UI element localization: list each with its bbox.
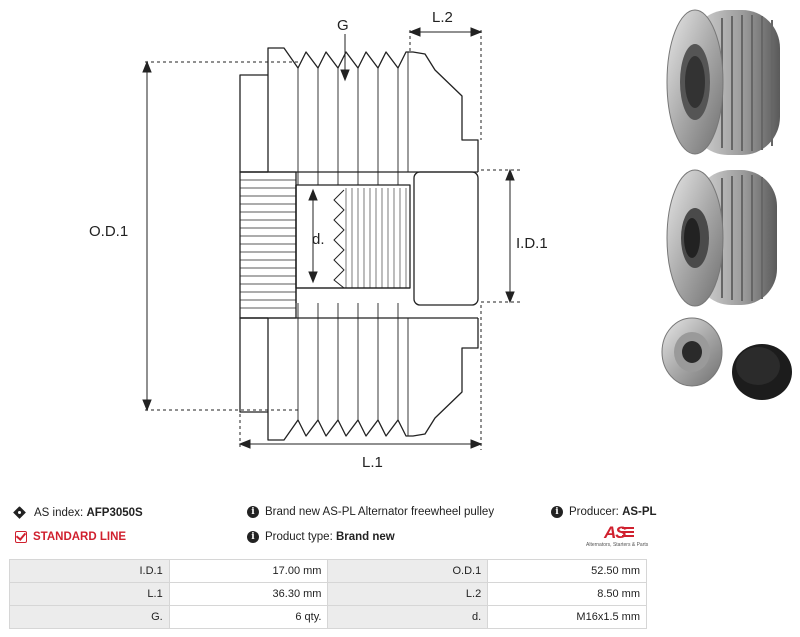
spec-value: 52.50 mm	[487, 559, 647, 583]
logo-bars	[622, 527, 634, 537]
pulley-photo-1	[666, 9, 780, 155]
tag-icon	[15, 506, 28, 519]
as-index-value: AFP3050S	[86, 506, 143, 519]
producer-label: Producer:	[569, 506, 619, 518]
spec-value: 17.00 mm	[168, 559, 329, 583]
standard-line: STANDARD LINE	[15, 531, 126, 543]
spec-label: O.D.1	[327, 559, 489, 583]
producer-value: AS-PL	[622, 506, 657, 518]
technical-drawing: G L.2 O.D.1 d. I.D.1 L.1	[89, 9, 548, 471]
info-icon: i	[551, 506, 563, 518]
pulley-photo-3	[661, 317, 723, 387]
as-index: AS index: AFP3050S	[15, 506, 143, 519]
spec-label: d.	[327, 605, 489, 629]
logo-tagline: Alternators, Starters & Parts	[586, 542, 649, 548]
length2-label: L.2	[432, 9, 453, 26]
length1-label: L.1	[362, 454, 383, 471]
info-icon: i	[247, 506, 259, 518]
groove-label: G	[337, 17, 349, 34]
info-icon: i	[247, 531, 259, 543]
spec-label: I.D.1	[9, 559, 170, 583]
spec-label: G.	[9, 605, 170, 629]
product-type-label: Product type:	[265, 531, 333, 543]
description: i Brand new AS-PL Alternator freewheel p…	[247, 506, 494, 518]
table-row: I.D.1 17.00 mm O.D.1 52.50 mm	[9, 559, 647, 583]
spec-value: 36.30 mm	[168, 582, 329, 606]
product-photos	[661, 9, 792, 400]
spec-value: 8.50 mm	[487, 582, 647, 606]
spec-value: M16x1.5 mm	[487, 605, 647, 629]
spec-label: L.2	[327, 582, 489, 606]
spec-label: L.1	[9, 582, 170, 606]
as-index-label: AS index:	[34, 506, 84, 519]
standard-line-label: STANDARD LINE	[33, 531, 127, 543]
logo-mark: AS	[604, 523, 627, 542]
spec-value: 6 qty.	[168, 605, 329, 629]
thread-diameter-label: d.	[312, 231, 325, 248]
outer-diameter-label: O.D.1	[89, 223, 128, 240]
table-row: G. 6 qty. d. M16x1.5 mm	[9, 605, 647, 629]
table-row: L.1 36.30 mm L.2 8.50 mm	[9, 582, 647, 606]
inner-diameter-label: I.D.1	[516, 235, 548, 252]
specs-table: I.D.1 17.00 mm O.D.1 52.50 mm L.1 36.30 …	[9, 559, 647, 629]
check-icon	[15, 531, 27, 543]
producer: i Producer: AS-PL	[551, 506, 657, 518]
pulley-photo-2	[666, 169, 777, 307]
product-type: i Product type: Brand new	[247, 531, 395, 543]
as-pl-logo: AS Alternators, Starters & Parts	[586, 523, 650, 551]
dust-cap-photo	[732, 344, 792, 400]
product-type-value: Brand new	[335, 531, 395, 543]
description-text: Brand new AS-PL Alternator freewheel pul…	[265, 506, 495, 518]
